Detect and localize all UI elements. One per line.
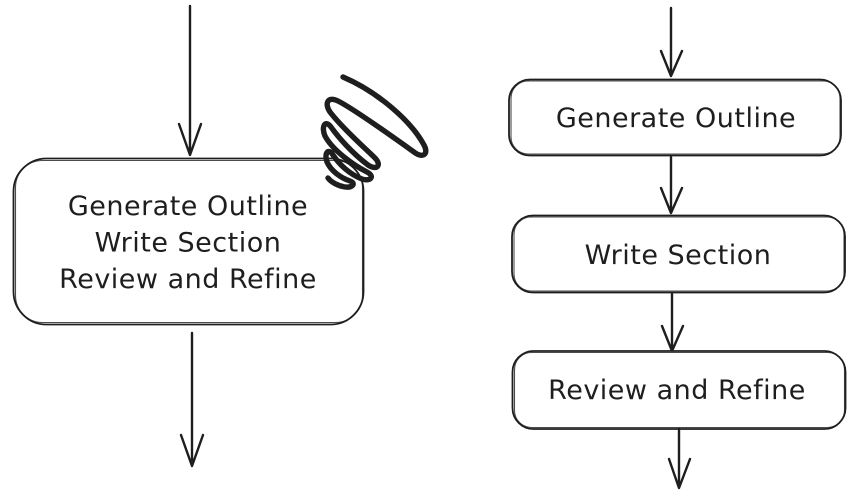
right-node-3: Review and Refine: [511, 350, 847, 430]
left-flow: Generate Outline Write Section Review an…: [12, 4, 429, 468]
right-node-1-box: [508, 78, 842, 157]
left-combined-node-box: [12, 157, 365, 326]
left-combined-node-box-sketch: [14, 159, 364, 324]
right-node-2-label: Write Section: [585, 240, 772, 271]
left-arrow-in: [177, 4, 203, 157]
right-arrow-2-3: [660, 292, 685, 353]
right-node-1-label: Generate Outline: [556, 103, 796, 134]
right-arrow-out: [667, 427, 692, 490]
left-node-line-1: Generate Outline: [68, 191, 308, 222]
right-node-2-box: [511, 214, 846, 294]
right-flow: Generate Outline Write Section Review an…: [508, 6, 847, 490]
right-node-1-box-sketch: [510, 80, 841, 155]
left-node-line-3: Review and Refine: [59, 264, 317, 295]
right-node-2: Write Section: [511, 214, 846, 294]
right-node-3-label: Review and Refine: [548, 375, 806, 406]
left-node-line-2: Write Section: [95, 228, 282, 259]
right-arrow-in: [659, 6, 684, 78]
left-combined-node: Generate Outline Write Section Review an…: [12, 157, 365, 326]
scribble-mark: [320, 74, 429, 190]
right-node-2-box-sketch: [513, 216, 845, 292]
right-arrow-1-2: [659, 155, 684, 215]
right-node-3-box-sketch: [513, 351, 846, 429]
right-node-1: Generate Outline: [508, 78, 842, 157]
left-arrow-out: [179, 331, 205, 468]
